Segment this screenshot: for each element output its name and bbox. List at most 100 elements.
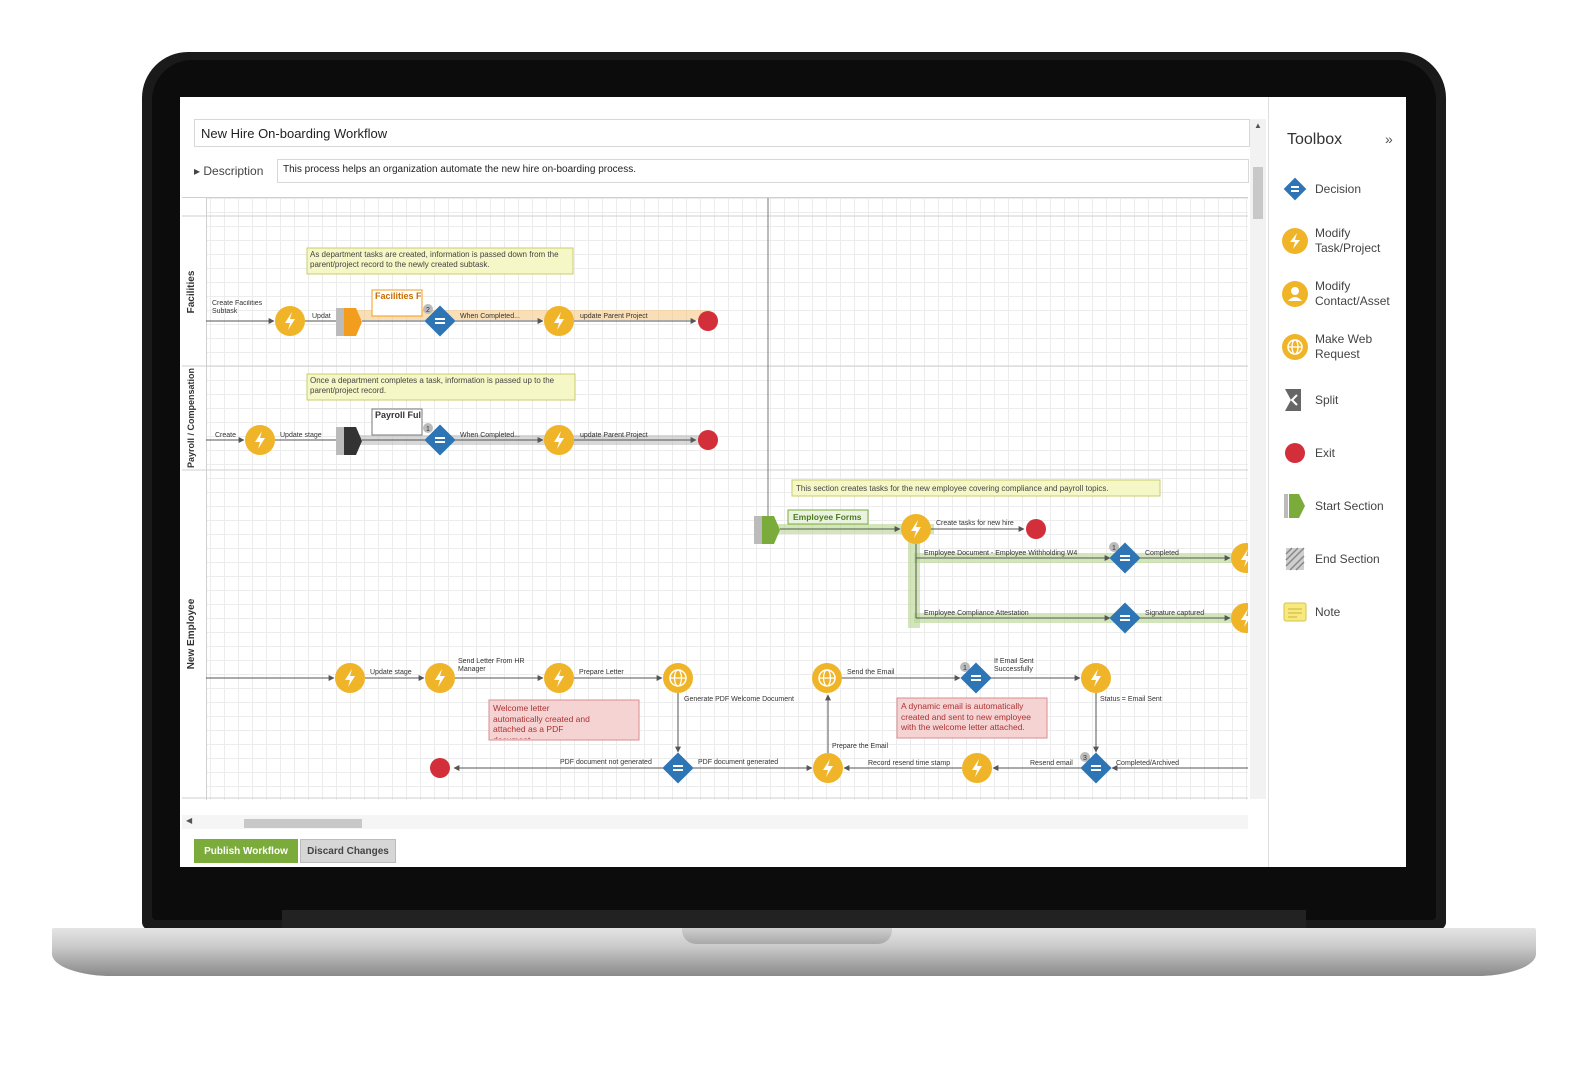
badge bbox=[423, 304, 433, 314]
collapse-icon[interactable]: » bbox=[1385, 131, 1393, 147]
toolbox-item-split[interactable]: Split bbox=[1281, 378, 1405, 422]
label-if-email-sent: If Email Sent Successfully bbox=[994, 658, 1034, 673]
label-completed: Completed bbox=[1145, 550, 1179, 557]
publish-workflow-button[interactable]: Publish Workflow bbox=[194, 839, 298, 863]
badge-2: 2 bbox=[426, 307, 430, 314]
exit-node-exit-icon[interactable] bbox=[430, 758, 450, 778]
badge-1: 1 bbox=[1112, 545, 1116, 552]
label-prepare-email: Prepare the Email bbox=[832, 743, 888, 750]
label-update-short: Updat bbox=[312, 313, 331, 320]
horizontal-scrollbar[interactable]: ◀ bbox=[182, 815, 1248, 829]
action-node-lightning-icon[interactable] bbox=[1231, 543, 1248, 573]
laptop-hinge bbox=[282, 910, 1306, 928]
toolbox-item-label: Exit bbox=[1315, 445, 1336, 460]
toolbox-item-label: Decision bbox=[1315, 181, 1362, 196]
workflow-canvas[interactable]: Facilities Payroll / Compensation New Em… bbox=[182, 197, 1248, 800]
end-section-icon bbox=[1281, 545, 1309, 573]
toolbox-item-web-request[interactable]: Make Web Request bbox=[1281, 325, 1405, 369]
label-signature-captured: Signature captured bbox=[1145, 610, 1204, 617]
start-section-icon bbox=[1281, 492, 1309, 520]
exit-node-exit-icon[interactable] bbox=[698, 311, 718, 331]
label-resend-email: Resend email bbox=[1030, 760, 1073, 767]
badge-1: 1 bbox=[963, 665, 967, 672]
workflow-editor: New Hire On-boarding Workflow ▸ Descript… bbox=[180, 97, 1268, 867]
toolbox-item-label: Make Web Request bbox=[1315, 332, 1373, 361]
start-section-icon[interactable] bbox=[762, 516, 780, 544]
horizontal-scroll-thumb[interactable] bbox=[244, 819, 362, 828]
section-label-facilities-text: Facilities Fulfillmen bbox=[375, 291, 421, 301]
toolbox-item-decision[interactable]: Decision bbox=[1281, 167, 1405, 211]
action-node-lightning-icon[interactable] bbox=[1081, 663, 1111, 693]
action-node-lightning-icon[interactable] bbox=[544, 425, 574, 455]
toolbox-item-label: Start Section bbox=[1315, 498, 1384, 513]
toolbox-item-modify-contact[interactable]: Modify Contact/Asset bbox=[1281, 272, 1405, 316]
description-input[interactable]: This process helps an organization autom… bbox=[277, 159, 1249, 183]
discard-changes-button[interactable]: Discard Changes bbox=[300, 839, 396, 863]
note-facilities[interactable] bbox=[306, 247, 574, 275]
description-row: ▸ Description This process helps an orga… bbox=[194, 159, 1254, 183]
lane-header-column bbox=[182, 198, 207, 800]
lane-label-new-employee: New Employee bbox=[186, 598, 197, 669]
globe-icon bbox=[1281, 333, 1309, 361]
action-node-lightning-icon[interactable] bbox=[275, 306, 305, 336]
web-request-node-globe-icon[interactable] bbox=[811, 662, 843, 694]
toolbox-item-label: Modify Contact/Asset bbox=[1315, 279, 1390, 308]
exit-node-exit-icon[interactable] bbox=[1026, 519, 1046, 539]
note-payroll[interactable] bbox=[306, 373, 576, 401]
vertical-scrollbar[interactable]: ▲ bbox=[1250, 119, 1266, 799]
note-payroll-text: Once a department completes a task, info… bbox=[310, 376, 554, 395]
section-label-payroll[interactable] bbox=[371, 408, 423, 436]
description-toggle[interactable]: ▸ Description bbox=[194, 164, 264, 178]
end-section-icon[interactable] bbox=[754, 516, 762, 544]
note-welcome-letter[interactable] bbox=[488, 699, 640, 741]
note-employee-section[interactable] bbox=[791, 479, 1161, 497]
label-generate-pdf: Generate PDF Welcome Document bbox=[684, 696, 794, 703]
toolbox-title: Toolbox bbox=[1287, 131, 1343, 148]
note-dynamic-email-text: A dynamic email is automatically created… bbox=[901, 701, 1031, 732]
web-request-node-globe-icon[interactable] bbox=[662, 662, 694, 694]
action-node-lightning-icon[interactable] bbox=[901, 514, 931, 544]
end-section-icon[interactable] bbox=[336, 308, 344, 336]
section-label-employee-forms-text: Employee Forms bbox=[793, 512, 862, 522]
lane-label-facilities: Facilities bbox=[186, 270, 197, 313]
label-completed-archived: Completed/Archived bbox=[1116, 760, 1179, 767]
action-node-lightning-icon[interactable] bbox=[544, 306, 574, 336]
toolbox-item-note[interactable]: Note bbox=[1281, 590, 1405, 634]
action-node-lightning-icon[interactable] bbox=[544, 663, 574, 693]
scroll-left-icon[interactable]: ◀ bbox=[186, 816, 193, 825]
label-compliance-attestation: Employee Compliance Attestation bbox=[924, 610, 1029, 617]
toolbox-item-exit[interactable]: Exit bbox=[1281, 431, 1405, 475]
badge bbox=[1109, 542, 1119, 552]
note-welcome-letter-text: Welcome letter automatically created and… bbox=[493, 703, 590, 739]
label-pdf-generated: PDF document generated bbox=[698, 759, 778, 766]
start-section-icon[interactable] bbox=[344, 427, 362, 455]
action-node-lightning-icon[interactable] bbox=[1231, 603, 1248, 633]
note-dynamic-email[interactable] bbox=[896, 697, 1048, 739]
section-label-employee-forms[interactable] bbox=[787, 509, 869, 525]
badge bbox=[960, 662, 970, 672]
lane-label-payroll: Payroll / Compensation bbox=[186, 368, 196, 468]
label-record-resend: Record resend time stamp bbox=[868, 760, 950, 767]
toolbox-item-modify-task[interactable]: Modify Task/Project bbox=[1281, 219, 1405, 263]
end-section-icon[interactable] bbox=[336, 427, 344, 455]
toolbox-item-label: End Section bbox=[1315, 551, 1380, 566]
vertical-scroll-thumb[interactable] bbox=[1253, 167, 1263, 219]
decision-node-decision-icon[interactable] bbox=[1109, 602, 1141, 634]
action-node-lightning-icon[interactable] bbox=[245, 425, 275, 455]
action-node-lightning-icon[interactable] bbox=[425, 663, 455, 693]
label-when-completed: When Completed... bbox=[460, 313, 520, 320]
start-section-icon[interactable] bbox=[344, 308, 362, 336]
scroll-up-icon[interactable]: ▲ bbox=[1254, 121, 1262, 130]
action-node-lightning-icon[interactable] bbox=[962, 753, 992, 783]
section-label-facilities[interactable] bbox=[371, 289, 423, 317]
workflow-title-input[interactable]: New Hire On-boarding Workflow bbox=[194, 119, 1250, 147]
decision-node-decision-icon[interactable] bbox=[662, 752, 694, 784]
exit-node-exit-icon[interactable] bbox=[698, 430, 718, 450]
toolbox-item-start-section[interactable]: Start Section bbox=[1281, 484, 1405, 528]
badge-3: 3 bbox=[1083, 755, 1087, 762]
action-node-lightning-icon[interactable] bbox=[813, 753, 843, 783]
action-node-lightning-icon[interactable] bbox=[335, 663, 365, 693]
label-send-email: Send the Email bbox=[847, 669, 895, 676]
toolbox-item-end-section[interactable]: End Section bbox=[1281, 537, 1405, 581]
label-send-letter: Send Letter From HR Manager bbox=[458, 658, 525, 673]
